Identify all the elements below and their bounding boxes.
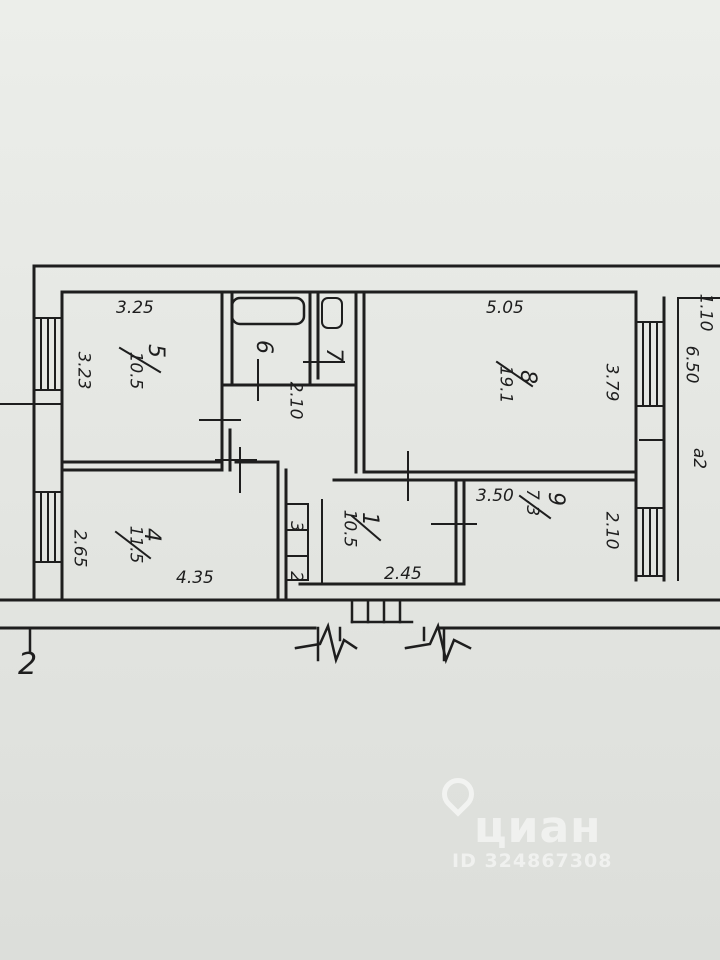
- room9-area: 7.3: [522, 488, 543, 517]
- room6-number: 6: [251, 340, 276, 354]
- interior-walls: [60, 290, 638, 602]
- dim-balcony-width: 1.10: [695, 293, 716, 332]
- room5-number: 5: [143, 344, 168, 358]
- dim-room4-height: 2.65: [69, 529, 90, 568]
- entrance-steps: [350, 598, 414, 624]
- dim-bath: 2.10: [285, 381, 306, 420]
- room1-area: 10.5: [339, 509, 360, 548]
- watermark-listing-id: ID 324867308: [452, 850, 613, 872]
- dim-room8-height: 3.79: [601, 363, 622, 402]
- fraction-bars: [114, 346, 552, 560]
- room7-number: 7: [321, 348, 346, 362]
- window-left-upper: [0, 317, 63, 405]
- dim-corridor-width: 2.45: [384, 564, 422, 584]
- dim-balcony-length: 6.50: [681, 345, 702, 384]
- bathtub: [230, 296, 306, 326]
- window-right-upper: [635, 321, 665, 407]
- window-right-lower: [635, 507, 665, 577]
- room4-area: 11.5: [125, 525, 146, 564]
- dim-room9-width: 3.50: [476, 486, 514, 506]
- axis-mark: 2: [18, 647, 38, 682]
- outer-wall: [0, 264, 720, 630]
- dim-room4-width: 4.35: [176, 568, 214, 588]
- cabinet: [285, 499, 323, 585]
- balcony-label: a2: [689, 447, 710, 470]
- dim-room5-width: 3.25: [116, 298, 154, 318]
- room3-number: 3: [285, 521, 306, 532]
- room1-number: 1: [357, 512, 382, 526]
- door-marks: [199, 359, 665, 525]
- watermark-brand: циан: [474, 802, 602, 853]
- room9-number: 9: [543, 492, 568, 506]
- dim-room5-height: 3.23: [73, 351, 94, 390]
- dim-room8-width: 5.05: [486, 298, 524, 318]
- dim-room9-height: 2.10: [601, 511, 622, 550]
- room8-area: 19.1: [495, 365, 516, 404]
- room5-area: 10.5: [125, 351, 146, 390]
- room2-number: 2: [285, 571, 306, 582]
- sink: [321, 297, 343, 329]
- room8-number: 8: [515, 370, 540, 384]
- watermark: циан ID 324867308: [418, 771, 658, 876]
- window-left-lower: [33, 491, 63, 563]
- break-lines: [28, 622, 472, 665]
